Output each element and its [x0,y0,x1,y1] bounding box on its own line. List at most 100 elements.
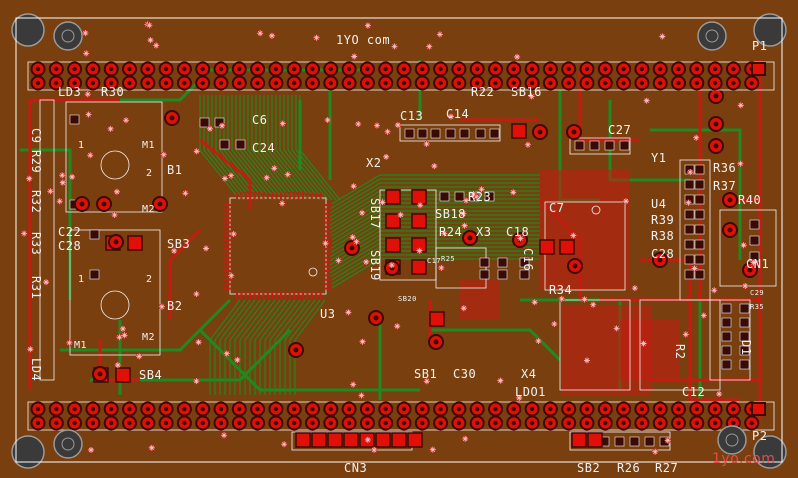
header-hole [511,406,516,412]
bus-trace [229,299,261,395]
y1-label: Y1 [651,151,667,165]
bus-trace [271,95,313,201]
m2-label-bottom: M2 [142,332,156,343]
via-mark [531,299,538,306]
square-pad [375,432,391,448]
r34-label: R34 [549,283,573,297]
component-outline [399,124,501,142]
r24-label: R24 [439,225,463,239]
header-hole [237,420,242,426]
square-pad [587,432,603,448]
pad-hole [293,347,299,353]
smd-pad [497,269,508,280]
pad-hole [101,201,107,207]
sb19-label: SB19 [368,250,382,281]
mcu-pad [284,292,287,300]
header-hole [383,406,388,412]
smd-pad [614,436,625,447]
via-mark [737,160,744,167]
c14-label: C14 [446,107,470,121]
via-mark [461,222,468,229]
bus-trace [275,95,317,201]
pin-headers[interactable] [27,61,775,431]
r36-label: R36 [713,161,737,175]
mcu-pad [324,230,332,233]
mounting-hole [11,435,45,469]
smd-pad [739,331,750,342]
smd-pad [684,179,695,190]
via-mark [47,188,54,195]
via-mark [394,323,401,330]
header-hole [456,420,462,426]
smd-pad [739,303,750,314]
via-mark [279,120,286,127]
mcu-pad [324,221,332,224]
mcu-pad [224,270,232,272]
pad-hole [747,267,753,273]
bus-trace [259,299,291,395]
cn1-label: CN1 [746,257,770,271]
bus-trace [209,299,241,395]
smd-pad [489,128,500,139]
header-hole [456,406,462,412]
header-hole [346,420,352,426]
header-hole [145,406,150,412]
header-hole [566,80,571,86]
square-pad [385,189,401,205]
cn3-label: CN3 [344,461,368,475]
pad-hole [157,201,163,207]
bus-trace [231,95,273,201]
header-hole [621,80,626,86]
c6-label: C6 [252,113,268,127]
mcu-pad [324,252,332,255]
header-hole [182,80,187,86]
header-hole [676,66,681,72]
smd-pad [749,235,760,246]
smd-pad [739,359,750,370]
header-hole [511,80,516,86]
d1-label: D1 [739,340,753,356]
header-hole [475,80,480,86]
mounting-holes[interactable] [11,13,787,469]
sb2-label: SB2 [577,461,601,475]
via-mark [460,305,467,312]
via-mark [462,435,469,442]
pad-hole [433,339,439,345]
mcu-pad [324,212,332,215]
smd-pad [721,303,732,314]
mcu-pad [224,274,232,277]
header-hole [35,66,41,72]
header-hole [200,406,205,412]
header-hole [35,80,41,86]
header-hole [603,80,608,86]
r31-label: R31 [29,276,43,300]
via-mark [631,285,638,292]
header-hole [493,406,498,412]
smd-pad [684,209,695,220]
header-hole [456,66,462,72]
sb3-label: SB3 [167,237,191,251]
header-hole [310,80,315,86]
header-hole [694,80,699,86]
smd-pad [721,359,732,370]
r29-label: R29 [29,150,43,174]
header-hole [109,420,114,426]
c16-label: C16 [521,248,535,272]
component-pads[interactable] [69,88,760,448]
header-hole [676,420,681,426]
smd-pad [694,239,705,250]
bus-trace [235,95,277,201]
mcu-pad [324,274,332,277]
header-hole [401,66,407,72]
header-hole [255,406,260,412]
header-hole [163,66,169,72]
header-hole [639,80,645,86]
mcu-pad [324,283,332,286]
header-hole [145,420,150,426]
via-mark [416,247,423,254]
header-hole [566,406,571,412]
smd-pad [694,194,705,205]
pad-hole [97,371,103,377]
header-hole [200,80,205,86]
